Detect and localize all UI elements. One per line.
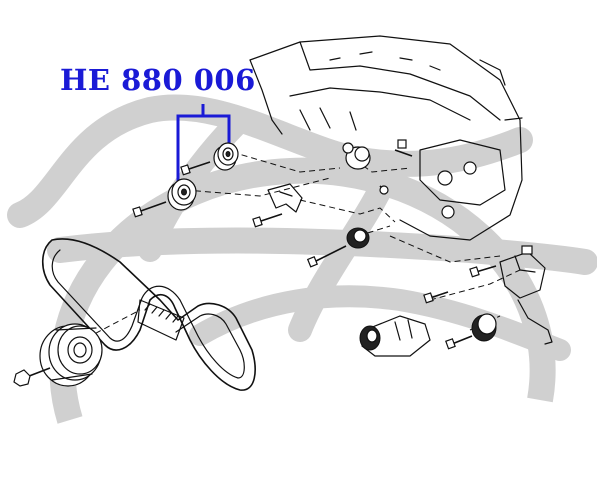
bracket-plate — [252, 183, 303, 228]
cog-idler — [306, 227, 370, 268]
watermark-lower-swoosh — [189, 285, 571, 361]
idler-pulley-lower — [167, 178, 197, 211]
idler-pulley-upper — [213, 142, 239, 171]
engine-block — [249, 35, 523, 241]
watermark-top-swoosh — [7, 94, 533, 228]
sensor-bracket — [469, 245, 553, 345]
crankshaft-pulley — [13, 323, 103, 387]
timing-belt — [41, 238, 256, 391]
tensioner-upper — [342, 139, 413, 195]
label-leader-bracket — [176, 104, 231, 188]
hydraulic-tensioner — [359, 291, 449, 357]
brand-logo-watermark — [7, 94, 597, 424]
tensioner-pulley-right — [445, 313, 497, 350]
pulley-bolts — [132, 161, 211, 218]
part-number-label: HE 880 006 — [60, 63, 256, 97]
watermark-right-stroke — [288, 178, 392, 342]
